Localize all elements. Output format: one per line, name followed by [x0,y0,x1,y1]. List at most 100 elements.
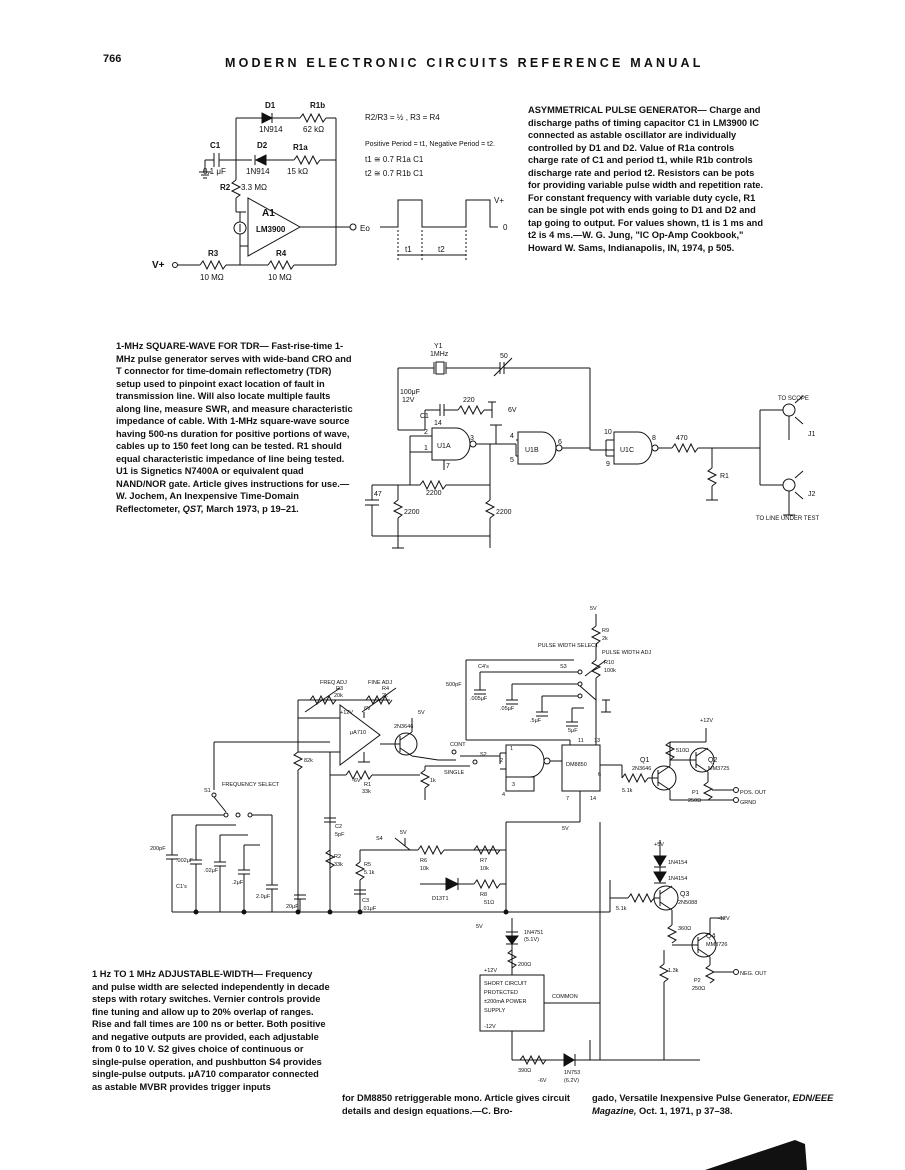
label-v5-top: 5V [590,606,597,612]
label-r2-val: 3.3 MΩ [241,183,267,192]
label-freq-adj: FREQ ADJ [320,680,347,686]
caption-heading: ASYMMETRICAL PULSE GENERATOR— [528,105,707,115]
label-c1-val: 100μF [400,389,420,396]
label-d1n4751: 1N4751 [524,930,543,936]
label-r2-val: 33k [334,862,343,868]
label-v5e: +5V [654,842,664,848]
label-fine-adj: FINE ADJ [368,680,392,686]
label-q3-part: 2N5088 [678,900,697,906]
label-common: COMMON [552,994,578,1000]
label-eo: Eo [360,224,370,233]
label-vplus: V+ [152,260,165,271]
label-pin: 7 [566,796,569,802]
label-c4s: C4's [478,664,489,670]
label-r1: R1 [364,782,371,788]
label-c1s: C1's [176,884,187,890]
label-d1n4154a: 1N4154 [668,860,687,866]
label-psu-line: ±200mA POWER [484,999,526,1005]
caption-text: Charge and discharge paths of timing cap… [528,105,764,253]
label-y1: Y1 [434,343,443,350]
label-v5d: 5V [562,826,569,832]
label-pin: 2 [424,429,428,436]
label-c5u: 5μF [568,728,578,734]
label-r2200a: 2200 [426,490,442,497]
label-r2200b: 2200 [404,509,420,516]
label-r4-val: 10 MΩ [268,273,292,282]
label-c005: .005μF [470,696,488,702]
label-r220: 220 [463,397,475,404]
label-q2n3646: 2N3646 [394,724,413,730]
label-j1: J1 [808,431,816,438]
label-r13k: 1.3k [668,968,679,974]
label-d13t1: D13T1 [432,896,449,902]
label-t2-eq: t2 ≅ 0.7 R1b C1 [365,169,424,178]
label-r4: R4 [382,686,389,692]
label-s1: S1 [204,788,211,794]
label-vm6b: -6V [538,1078,547,1084]
label-d2: D2 [257,141,268,150]
label-r2200c: 2200 [496,509,512,516]
label-r5-val: 5.1k [364,870,375,876]
label-c3: C3 [362,898,369,904]
circuit-adjustable-width [166,614,739,1067]
label-pin: 8 [652,435,656,442]
label-neg-out: NEG. OUT [740,971,767,977]
page-corner-mark [705,1140,807,1170]
label-pin: 6 [598,772,601,778]
label-q2-part: MM3725 [708,766,729,772]
label-v12c: +12V [484,968,497,974]
label-d1: D1 [265,101,276,110]
label-v12b: +12V [700,718,713,724]
label-pin: 1 [424,445,428,452]
label-r3-val: 20k [334,693,343,699]
label-r1k: 1k [430,778,436,784]
label-r6-val: 10k [420,866,429,872]
label-s4: S4 [376,836,383,842]
label-c1-val: 0.1 μF [203,167,226,176]
label-p2-val: 250Ω [692,986,705,992]
label-r4-val: 2k [382,693,388,699]
label-c3-val: .01μF [362,906,377,912]
label-c05: .05μF [500,706,515,712]
caption-text: Frequency and pulse width are selected i… [92,969,330,1092]
label-c20: 2.0μF [256,894,271,900]
label-r1b: R1b [310,101,325,110]
label-wave-zero: 0 [503,223,508,232]
label-pin: 13 [594,738,600,744]
label-p2: P2 [694,978,701,984]
running-title: MODERN ELECTRONIC CIRCUITS REFERENCE MAN… [225,56,704,70]
label-r10: R10 [604,660,614,666]
circuit-tdr-square-wave [365,357,804,549]
label-v12: +12V [340,710,353,716]
caption-heading: 1 Hz TO 1 MHz ADJUSTABLE-WIDTH— [92,969,263,979]
label-r10-val: 100k [604,668,616,674]
label-v5f: 5V [476,924,483,930]
label-psu-line: PROTECTED [484,990,518,996]
label-wave-t2: t2 [438,245,445,254]
label-pin: 14 [590,796,596,802]
label-r8: R8 [480,892,487,898]
label-pin: 10 [604,429,612,436]
caption-tail: March 1973, p 19–21. [203,503,299,514]
label-pin: 7 [446,463,450,470]
label-v6: 6V [508,407,517,414]
label-q4: Q4 [706,933,715,940]
label-vm6: -6V [352,778,361,784]
caption-tail: Oct. 1, 1971, p 37–38. [636,1105,733,1116]
label-vm12: -12V [718,916,730,922]
label-pw-adj: PULSE WIDTH ADJ [602,650,651,656]
label-r8-val: 51Ω [484,900,494,906]
label-pin: 14 [434,420,442,427]
label-r7: R7 [480,858,487,864]
label-r51k: 5.1k [622,788,633,794]
label-pin: 3 [470,435,474,442]
label-p1: P1 [692,790,699,796]
caption-square-wave-tdr: 1-MHz SQUARE-WAVE FOR TDR— Fast-rise-tim… [116,340,354,515]
label-d1n753: 1N753 [564,1070,580,1076]
page-number: 766 [103,53,122,65]
caption-journal: EDN/EEE Magazine, [592,1093,834,1116]
label-r9-val: 2k [602,636,608,642]
label-c2: .2μF [232,880,244,886]
label-t1-eq: t1 ≅ 0.7 R1a C1 [365,155,424,164]
label-pin: 2 [500,758,503,764]
